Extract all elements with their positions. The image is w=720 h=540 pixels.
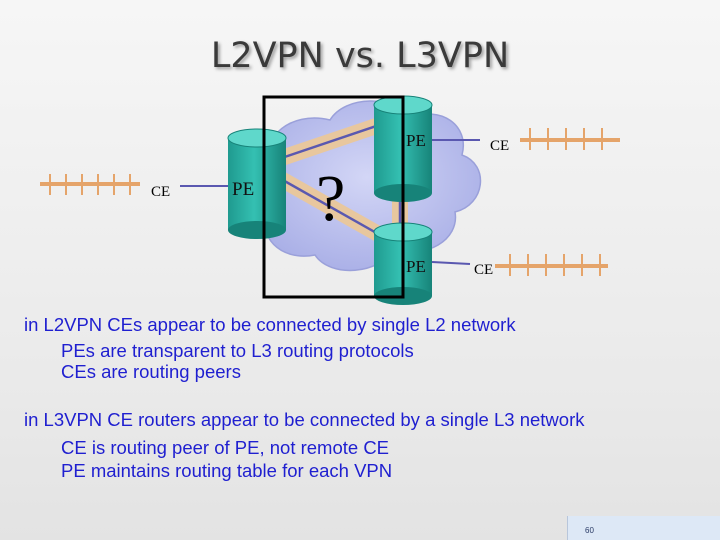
page-number-box	[567, 516, 720, 540]
ce-top-label: CE	[490, 138, 509, 154]
lan-top-right	[520, 128, 620, 150]
ce-left-label: CE	[151, 184, 170, 200]
slide-title: L2VPN vs. L3VPN	[210, 36, 510, 76]
l2vpn-box	[262, 95, 405, 299]
ce-bottom-label: CE	[474, 262, 493, 278]
lan-bottom-right	[495, 254, 608, 276]
lan-left	[40, 174, 140, 195]
page-number: 60	[585, 526, 594, 535]
l3vpn-point-2: PE maintains routing table for each VPN	[61, 460, 393, 481]
vpn-diagram: CE CE CE PE PE PE ?	[40, 95, 620, 305]
pe-left-router: PE	[227, 128, 287, 239]
l3vpn-heading: in L3VPN CE routers appear to be connect…	[24, 409, 585, 430]
pe-bottom-label: PE	[406, 257, 426, 276]
access-links	[180, 139, 480, 265]
l3vpn-point-1: CE is routing peer of PE, not remote CE	[61, 437, 390, 458]
l2vpn-heading: in L2VPN CEs appear to be connected by s…	[24, 314, 516, 335]
question-mark: ?	[316, 162, 345, 235]
l2vpn-point-1: PEs are transparent to L3 routing protoc…	[61, 340, 414, 361]
pe-top-label: PE	[406, 131, 426, 150]
l2vpn-point-2: CEs are routing peers	[61, 361, 241, 382]
pe-left-label: PE	[232, 179, 254, 200]
